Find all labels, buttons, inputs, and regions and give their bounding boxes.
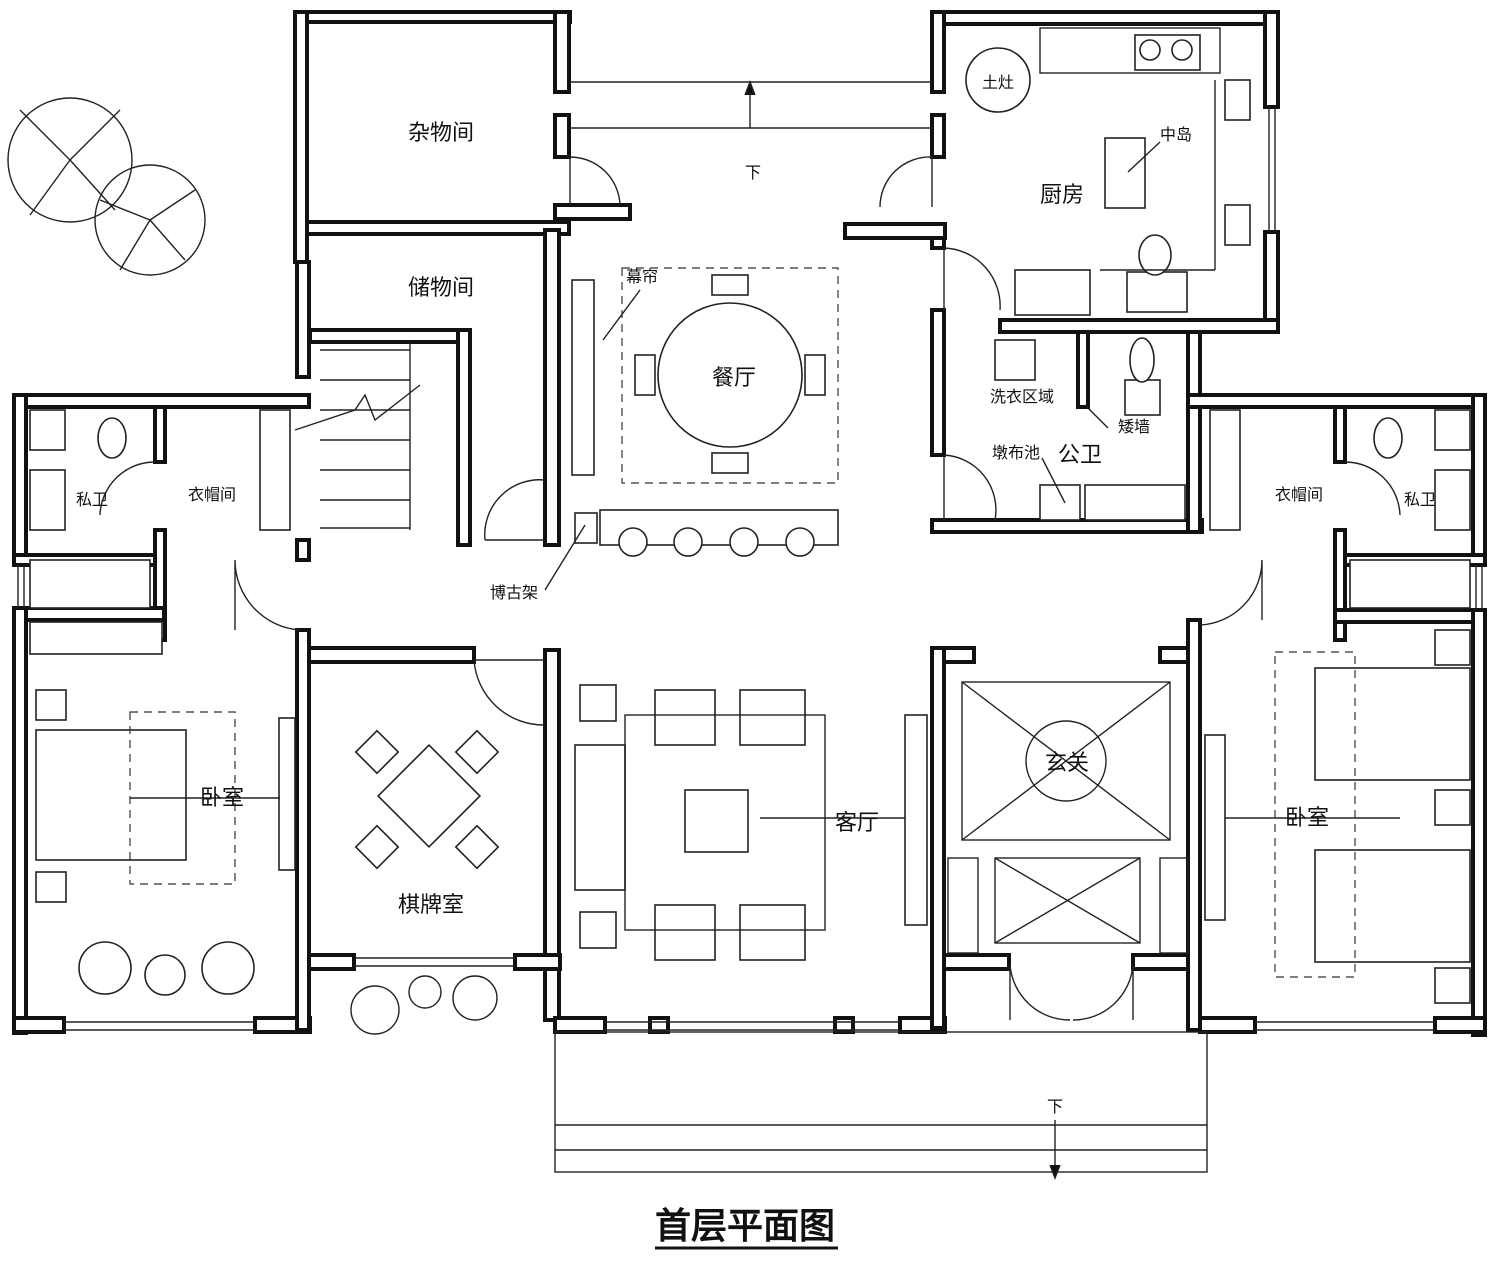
windows [17,81,1483,1031]
label-living: 客厅 [835,811,879,836]
doors [99,156,1401,1021]
label-public-bath: 公卫 [1058,443,1102,468]
label-island: 中岛 [1160,125,1192,144]
kitchen-fixtures [965,27,1251,316]
label-storage: 储物间 [408,276,474,301]
label-bedroom-right: 卧室 [1285,806,1329,831]
label-mop-sink: 墩布池 [992,443,1040,462]
label-utility: 杂物间 [408,121,474,146]
label-laundry: 洗衣区域 [990,387,1054,406]
label-low-wall: 矮墙 [1118,417,1150,436]
shrub-icon [350,975,498,1035]
staircase [294,342,421,530]
foyer-markings [947,681,1189,954]
label-curio-shelf: 博古架 [490,583,538,602]
label-down-north: 下 [745,163,761,182]
label-stove: 土灶 [982,73,1014,92]
dining-table [571,267,839,557]
tree-icon [7,97,206,276]
label-foyer: 玄关 [1045,751,1089,776]
left-bed [35,689,296,996]
label-closet-left: 衣帽间 [188,485,236,504]
label-dining: 餐厅 [712,366,756,391]
wardrobes [29,409,1241,655]
bath-fixtures [29,337,1471,609]
label-down-south: 下 [1047,1097,1063,1116]
leader-lines [544,141,1161,591]
label-bath-left: 私卫 [76,490,108,509]
label-bath-right: 私卫 [1404,490,1436,509]
living-furniture [574,684,928,961]
chess-table [354,729,500,870]
label-kitchen: 厨房 [1040,183,1084,208]
label-chess-room: 棋牌室 [398,893,464,918]
label-closet-right: 衣帽间 [1275,485,1323,504]
plan-title: 首层平面图 [655,1206,835,1247]
label-curtain: 幕帘 [626,267,658,286]
porch-steps [554,80,1208,1180]
right-beds [1204,629,1471,1004]
label-bedroom-left: 卧室 [200,786,244,811]
